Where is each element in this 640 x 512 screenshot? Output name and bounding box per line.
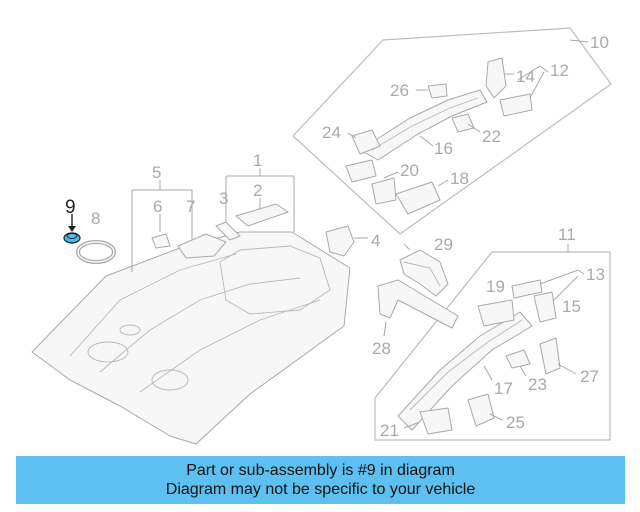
callout-21[interactable]: 21 — [380, 421, 399, 440]
part-info-banner: Part or sub-assembly is #9 in diagram Di… — [16, 456, 625, 504]
part-18[interactable] — [395, 179, 449, 215]
callout-18[interactable]: 18 — [450, 169, 469, 188]
callout-26[interactable]: 26 — [390, 81, 409, 100]
part-22[interactable] — [451, 113, 481, 133]
callout-1[interactable]: 1 — [253, 151, 262, 170]
callout-2[interactable]: 2 — [253, 181, 262, 200]
callout-23[interactable]: 23 — [528, 375, 547, 394]
callout-29[interactable]: 29 — [434, 235, 453, 254]
callout-9[interactable]: 9 — [65, 197, 76, 218]
callout-28[interactable]: 28 — [372, 339, 391, 358]
part-19[interactable] — [477, 299, 515, 327]
callout-22[interactable]: 22 — [482, 127, 501, 146]
callout-14[interactable]: 14 — [516, 67, 535, 86]
callout-27[interactable]: 27 — [580, 367, 599, 386]
callout-7[interactable]: 7 — [186, 197, 195, 216]
callout-19[interactable]: 19 — [486, 277, 505, 296]
callout-labels: 1 2 3 4 5 6 7 8 9 10 11 12 13 14 15 16 1… — [65, 33, 609, 440]
part-26[interactable] — [416, 83, 448, 99]
part-12[interactable] — [499, 65, 549, 117]
banner-line-part: Part or sub-assembly is #9 in diagram — [186, 462, 455, 479]
part-16[interactable] — [359, 89, 488, 161]
part-floor-pan[interactable] — [31, 231, 351, 445]
part-20[interactable] — [345, 159, 399, 205]
group-box-11 — [374, 251, 611, 441]
callout-20[interactable]: 20 — [400, 161, 419, 180]
part-28[interactable] — [377, 279, 459, 337]
banner-line-disclaimer: Diagram may not be specific to your vehi… — [165, 481, 476, 498]
part-23[interactable] — [505, 349, 531, 377]
callout-8[interactable]: 8 — [91, 209, 100, 228]
part-14[interactable] — [485, 57, 514, 99]
callout-13[interactable]: 13 — [586, 265, 605, 284]
part-8[interactable] — [76, 240, 116, 264]
part-9[interactable] — [63, 214, 81, 244]
callout-24[interactable]: 24 — [322, 123, 341, 142]
callout-25[interactable]: 25 — [506, 413, 525, 432]
callout-15[interactable]: 15 — [562, 297, 581, 316]
part-4[interactable] — [325, 225, 368, 257]
callout-6[interactable]: 6 — [153, 197, 162, 216]
callout-16[interactable]: 16 — [434, 139, 453, 158]
part-6[interactable] — [151, 233, 171, 249]
part-24[interactable] — [347, 129, 381, 155]
callout-4[interactable]: 4 — [371, 231, 380, 250]
part-7[interactable] — [177, 233, 227, 259]
part-29[interactable] — [399, 243, 449, 297]
group-box-10 — [292, 27, 612, 235]
callout-11[interactable]: 11 — [558, 225, 576, 244]
part-3[interactable] — [215, 221, 241, 241]
callout-12[interactable]: 12 — [550, 61, 569, 80]
part-25[interactable] — [467, 393, 503, 427]
part-21[interactable] — [403, 407, 453, 435]
callout-17[interactable]: 17 — [494, 379, 513, 398]
part-15[interactable] — [533, 291, 557, 323]
part-27[interactable] — [539, 337, 577, 375]
part-2[interactable] — [235, 203, 289, 227]
leader-10 — [569, 39, 589, 43]
callout-10[interactable]: 10 — [590, 33, 609, 52]
callout-5[interactable]: 5 — [152, 163, 161, 182]
callout-3[interactable]: 3 — [219, 189, 228, 208]
